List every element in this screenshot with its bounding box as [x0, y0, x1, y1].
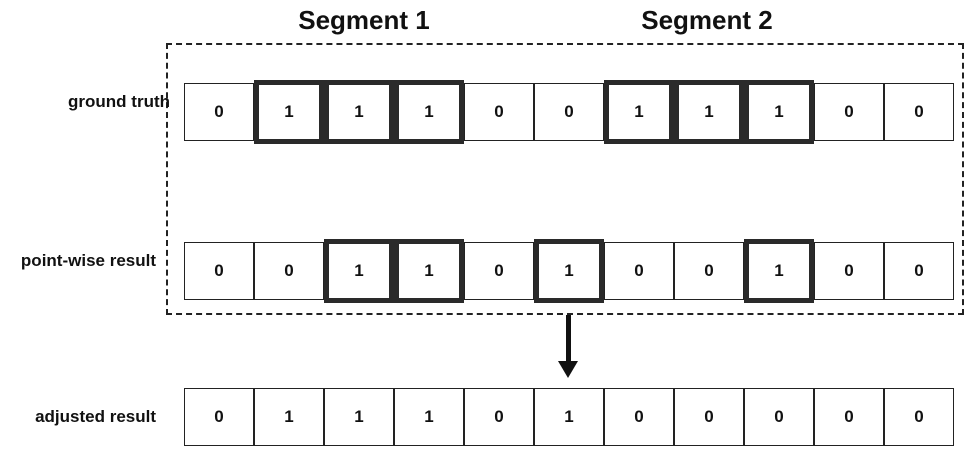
segment-1-title: Segment 1 [298, 5, 430, 35]
cell-point-wise-result-7: 0 [674, 242, 744, 300]
cell-ground-truth-4: 0 [464, 83, 534, 141]
cell-point-wise-result-2: 1 [324, 239, 394, 303]
cell-point-wise-result-0: 0 [184, 242, 254, 300]
cell-point-wise-result-5: 1 [534, 239, 604, 303]
row-label-ground-truth: ground truth [68, 92, 170, 111]
cell-point-wise-result-3: 1 [394, 239, 464, 303]
cell-adjusted-result-3: 1 [394, 388, 464, 446]
cell-ground-truth-7: 1 [674, 80, 744, 144]
cell-ground-truth-5: 0 [534, 83, 604, 141]
arrow-down-icon [558, 361, 578, 378]
cell-point-wise-result-9: 0 [814, 242, 884, 300]
cell-adjusted-result-9: 0 [814, 388, 884, 446]
cell-ground-truth-6: 1 [604, 80, 674, 144]
cell-point-wise-result-6: 0 [604, 242, 674, 300]
cell-adjusted-result-6: 0 [604, 388, 674, 446]
segment-2-title: Segment 2 [641, 5, 773, 35]
cell-adjusted-result-5: 1 [534, 388, 604, 446]
cell-adjusted-result-10: 0 [884, 388, 954, 446]
cell-ground-truth-1: 1 [254, 80, 324, 144]
input-group-dashed-box [166, 43, 964, 315]
cell-ground-truth-0: 0 [184, 83, 254, 141]
cell-ground-truth-3: 1 [394, 80, 464, 144]
row-label-adjusted-result: adjusted result [35, 407, 156, 426]
cell-adjusted-result-0: 0 [184, 388, 254, 446]
cell-adjusted-result-7: 0 [674, 388, 744, 446]
cell-adjusted-result-8: 0 [744, 388, 814, 446]
cell-ground-truth-8: 1 [744, 80, 814, 144]
cell-ground-truth-9: 0 [814, 83, 884, 141]
cell-point-wise-result-4: 0 [464, 242, 534, 300]
cell-point-wise-result-10: 0 [884, 242, 954, 300]
cell-point-wise-result-8: 1 [744, 239, 814, 303]
cell-adjusted-result-4: 0 [464, 388, 534, 446]
cell-adjusted-result-1: 1 [254, 388, 324, 446]
row-label-point-wise-result: point-wise result [20, 251, 156, 270]
cell-adjusted-result-2: 1 [324, 388, 394, 446]
cell-ground-truth-2: 1 [324, 80, 394, 144]
cell-ground-truth-10: 0 [884, 83, 954, 141]
arrow-shaft [566, 315, 571, 365]
cell-point-wise-result-1: 0 [254, 242, 324, 300]
